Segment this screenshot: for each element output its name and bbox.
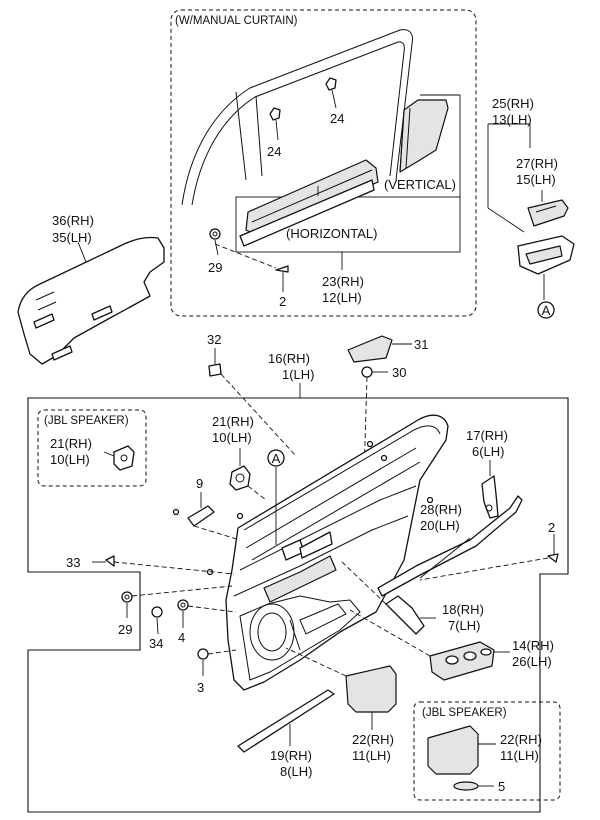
label-22-rh: 22(RH) bbox=[352, 732, 394, 747]
label-8-lh: 8(LH) bbox=[280, 764, 313, 779]
label-12-lh: 12(LH) bbox=[322, 290, 362, 305]
curtain-clip-24a bbox=[269, 107, 281, 141]
label-28-rh: 28(RH) bbox=[420, 502, 462, 517]
part-labels: 24 24 29 2 23(RH) 12(LH) 36(RH) 35(LH) 2… bbox=[50, 96, 558, 794]
screw-2-right bbox=[419, 534, 559, 581]
label-29-main: 29 bbox=[118, 622, 132, 637]
label-21-rh: 21(RH) bbox=[212, 414, 254, 429]
horizontal-curtain bbox=[239, 159, 379, 247]
label-35-lh: 35(LH) bbox=[52, 230, 92, 245]
label-26-lh: 26(LH) bbox=[512, 654, 552, 669]
label-10-lh-jbl: 10(LH) bbox=[50, 452, 90, 467]
label-17-rh: 17(RH) bbox=[466, 428, 508, 443]
label-11-lh: 11(LH) bbox=[352, 748, 391, 763]
moulding-19 bbox=[237, 689, 335, 753]
label-22-rh-jbl: 22(RH) bbox=[500, 732, 542, 747]
label-34: 34 bbox=[149, 636, 163, 651]
label-19-rh: 19(RH) bbox=[270, 748, 312, 763]
label-2-curtain: 2 bbox=[279, 294, 286, 309]
clip-33 bbox=[92, 555, 235, 575]
label-20-lh: 20(LH) bbox=[420, 518, 460, 533]
label-36-rh: 36(RH) bbox=[52, 213, 94, 228]
speaker-21-main bbox=[229, 448, 267, 501]
curtain-screw-2 bbox=[275, 265, 289, 292]
fastener-4 bbox=[177, 599, 237, 628]
jbl-speaker-small bbox=[113, 445, 135, 471]
label-21-rh-jbl: 21(RH) bbox=[50, 436, 92, 451]
vertical-curtain bbox=[399, 99, 449, 173]
manual-curtain-box-title: (W/MANUAL CURTAIN) bbox=[175, 15, 298, 27]
label-31: 31 bbox=[414, 337, 428, 352]
handle-17 bbox=[481, 460, 499, 519]
handle-bracket-9 bbox=[187, 492, 241, 541]
switch-bezel-lower bbox=[517, 235, 575, 275]
callout-a-main-text: A bbox=[272, 451, 281, 466]
curtain-clip-24b bbox=[325, 77, 337, 109]
main-assembly-frame bbox=[27, 397, 569, 813]
trim-cover-31 bbox=[347, 335, 412, 363]
vertical-note: (VERTICAL) bbox=[384, 177, 456, 192]
jbl-tweeter-5 bbox=[453, 781, 494, 791]
jbl-speaker-box-bottom-title: (JBL SPEAKER) bbox=[422, 707, 507, 719]
label-18-rh: 18(RH) bbox=[442, 602, 484, 617]
label-2-right: 2 bbox=[548, 520, 555, 535]
door-trim-panel bbox=[225, 414, 449, 691]
label-27-rh: 27(RH) bbox=[516, 156, 558, 171]
fastener-3 bbox=[197, 648, 237, 676]
speaker-grille-22 bbox=[285, 647, 397, 730]
jbl-speaker-box-top-title: (JBL SPEAKER) bbox=[44, 415, 129, 427]
inner-handle-18 bbox=[339, 559, 436, 635]
label-24a: 24 bbox=[267, 144, 281, 159]
insulator-pad bbox=[17, 236, 165, 365]
switch-bezel-upper bbox=[527, 199, 569, 227]
fastener-34 bbox=[151, 606, 163, 635]
label-3: 3 bbox=[197, 680, 204, 695]
label-24b: 24 bbox=[330, 111, 344, 126]
label-10-lh: 10(LH) bbox=[212, 430, 252, 445]
label-13-lh: 13(LH) bbox=[492, 112, 532, 127]
clip-32 bbox=[208, 348, 297, 457]
callout-a-main bbox=[267, 449, 285, 467]
curtain-fastener-29 bbox=[209, 228, 221, 256]
horizontal-note: (HORIZONTAL) bbox=[286, 226, 377, 241]
power-window-switch-14 bbox=[349, 609, 510, 681]
label-5: 5 bbox=[498, 779, 505, 794]
label-11-lh-jbl: 11(LH) bbox=[500, 748, 539, 763]
label-4: 4 bbox=[178, 630, 185, 645]
manual-curtain-box bbox=[170, 9, 477, 317]
door-glass-frame bbox=[181, 29, 413, 206]
label-9: 9 bbox=[196, 476, 203, 491]
callout-a-top-text: A bbox=[542, 303, 551, 318]
label-14-rh: 14(RH) bbox=[512, 638, 554, 653]
label-25-rh: 25(RH) bbox=[492, 96, 534, 111]
fastener-29-main bbox=[121, 585, 233, 618]
jbl-speaker-box-bottom bbox=[413, 701, 561, 801]
label-7-lh: 7(LH) bbox=[448, 618, 481, 633]
label-15-lh: 15(LH) bbox=[516, 172, 556, 187]
label-6-lh: 6(LH) bbox=[472, 444, 505, 459]
jbl-speaker-box-top bbox=[37, 409, 147, 487]
weatherstrip-28 bbox=[377, 495, 523, 597]
label-1-lh: 1(LH) bbox=[282, 367, 315, 382]
jbl-grille-bottom bbox=[427, 725, 496, 775]
label-29-curtain: 29 bbox=[208, 260, 222, 275]
label-30: 30 bbox=[392, 365, 406, 380]
label-33: 33 bbox=[66, 555, 80, 570]
label-32: 32 bbox=[207, 332, 221, 347]
label-16-rh: 16(RH) bbox=[268, 351, 310, 366]
label-23-rh: 23(RH) bbox=[322, 274, 364, 289]
trim-clips-row bbox=[172, 440, 434, 576]
callout-a-top bbox=[537, 301, 555, 319]
